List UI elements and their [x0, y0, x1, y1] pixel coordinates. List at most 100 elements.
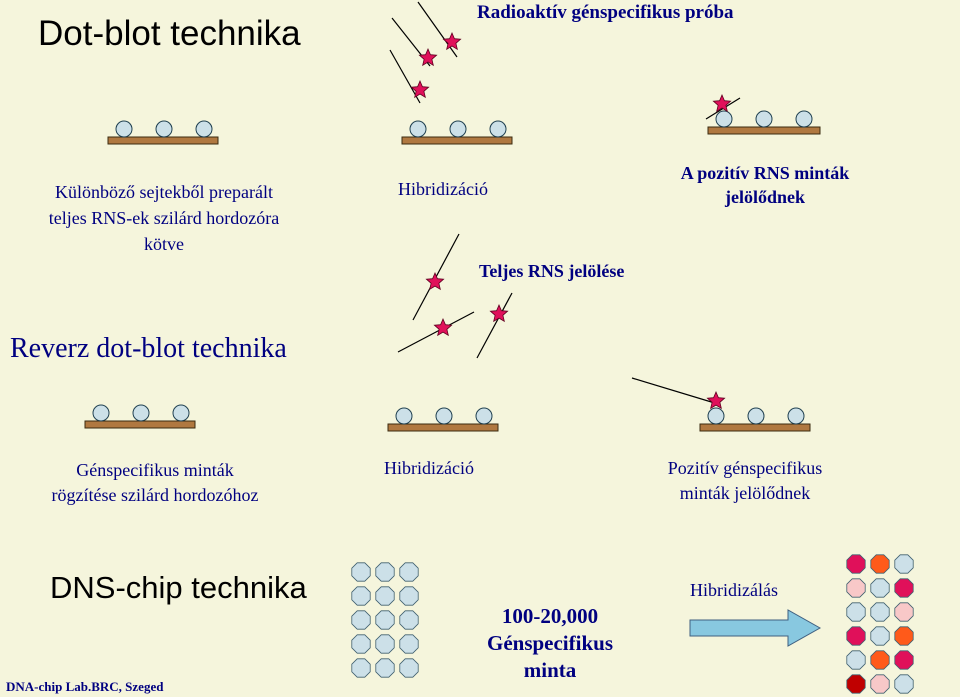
- chip-spot: [870, 554, 890, 574]
- sample-count-line: Génspecifikus: [486, 631, 614, 655]
- solid-support: [107, 136, 219, 145]
- top-step3-line: A pozitív RNS minták: [680, 163, 850, 183]
- middle-step3-label: Pozitív génspecifikus minták jelölődnek: [640, 456, 850, 506]
- top-step1-line: Különböző sejtekből preparált: [55, 182, 273, 202]
- sample-spot: [747, 407, 765, 425]
- probe-label: Radioaktív génspecifikus próba: [477, 2, 734, 23]
- middle-step1-line: rögzítése szilárd hordozóhoz: [51, 485, 259, 505]
- sample-spot: [435, 407, 453, 425]
- chip-spot: [351, 658, 371, 678]
- probe-strand: [631, 377, 719, 405]
- reverse-dot-blot-title: Reverz dot-blot technika: [10, 333, 287, 364]
- chip-spot: [894, 578, 914, 598]
- chip-spot: [870, 578, 890, 598]
- arrow-shape: [689, 609, 822, 647]
- chip-spot: [375, 610, 395, 630]
- sample-count-line: minta: [523, 658, 577, 682]
- radioactive-label-star: [442, 31, 462, 51]
- chip-spot: [846, 578, 866, 598]
- chip-spot: [846, 626, 866, 646]
- chip-spot: [351, 562, 371, 582]
- radioactive-label-star: [433, 317, 453, 337]
- chip-spot: [399, 634, 419, 654]
- top-step2-label: Hibridizáció: [398, 179, 488, 199]
- sample-spot: [449, 120, 467, 138]
- sample-spot: [409, 120, 427, 138]
- sample-spot: [475, 407, 493, 425]
- chip-spot: [894, 602, 914, 622]
- rna-labeling-label: Teljes RNS jelölése: [479, 261, 625, 281]
- chip-spot: [894, 650, 914, 670]
- sample-spot: [489, 120, 507, 138]
- sample-spot: [755, 110, 773, 128]
- chip-spot: [846, 602, 866, 622]
- probe-strand: [389, 49, 421, 104]
- sample-count-label: 100-20,000 Génspecifikus minta: [460, 603, 640, 684]
- radioactive-label-star: [418, 47, 438, 67]
- probe-strand: [417, 1, 458, 58]
- sample-count-line: 100-20,000: [501, 604, 599, 628]
- chip-spot: [399, 562, 419, 582]
- probe-strand: [397, 311, 475, 353]
- chip-spot: [894, 554, 914, 574]
- chip-spot: [870, 602, 890, 622]
- sample-spot: [92, 404, 110, 422]
- sample-spot: [195, 120, 213, 138]
- middle-step3-line: Pozitív génspecifikus: [667, 458, 823, 478]
- solid-support: [401, 136, 513, 145]
- chip-spot: [375, 658, 395, 678]
- chip-spot: [870, 674, 890, 694]
- sample-spot: [787, 407, 805, 425]
- radioactive-label-star: [410, 79, 430, 99]
- sample-spot: [795, 110, 813, 128]
- chip-spot: [375, 562, 395, 582]
- top-step1-label: Különböző sejtekből preparált teljes RNS…: [14, 179, 314, 257]
- chip-spot: [351, 586, 371, 606]
- solid-support: [707, 126, 821, 135]
- radioactive-label-star: [489, 303, 509, 323]
- chip-spot: [846, 554, 866, 574]
- chip-spot: [846, 674, 866, 694]
- radioactive-label-star: [712, 93, 732, 113]
- arrow-label: Hibridizálás: [690, 580, 778, 600]
- spots-layer: [92, 110, 813, 425]
- top-step3-line: jelölődnek: [724, 187, 805, 207]
- middle-step3-line: minták jelölődnek: [679, 483, 811, 503]
- sample-spot: [707, 407, 725, 425]
- sample-spot: [172, 404, 190, 422]
- middle-step1-line: Génspecifikus minták: [76, 460, 234, 480]
- chip-spot: [870, 650, 890, 670]
- chip-spot: [894, 674, 914, 694]
- chip-spot: [399, 586, 419, 606]
- chip-spot: [894, 626, 914, 646]
- solid-support: [387, 423, 499, 432]
- top-step3-label: A pozitív RNS minták jelölődnek: [660, 161, 870, 209]
- top-step1-line: teljes RNS-ek szilárd hordozóra: [48, 208, 280, 228]
- hybridization-arrow: [689, 609, 822, 647]
- footer-credit: DNA-chip Lab.BRC, Szeged: [6, 679, 164, 694]
- chip-spot: [870, 626, 890, 646]
- sample-spot: [155, 120, 173, 138]
- chip-spot: [399, 658, 419, 678]
- radioactive-label-star: [706, 390, 726, 410]
- dot-blot-title: Dot-blot technika: [38, 14, 301, 53]
- chip-spot: [399, 610, 419, 630]
- solid-support: [699, 423, 811, 432]
- middle-step2-label: Hibridizáció: [384, 458, 474, 478]
- solid-support: [84, 420, 196, 429]
- chip-spot: [351, 610, 371, 630]
- sample-spot: [715, 110, 733, 128]
- chip-spot: [375, 586, 395, 606]
- chips-layer: [351, 554, 914, 694]
- top-step1-line: kötve: [144, 234, 184, 254]
- probe-strand: [476, 292, 513, 359]
- middle-step1-label: Génspecifikus minták rögzítése szilárd h…: [10, 458, 300, 508]
- radioactive-label-star: [425, 271, 445, 291]
- sample-spot: [395, 407, 413, 425]
- chip-spot: [351, 634, 371, 654]
- sample-spot: [132, 404, 150, 422]
- chip-spot: [375, 634, 395, 654]
- chip-spot: [846, 650, 866, 670]
- sample-spot: [115, 120, 133, 138]
